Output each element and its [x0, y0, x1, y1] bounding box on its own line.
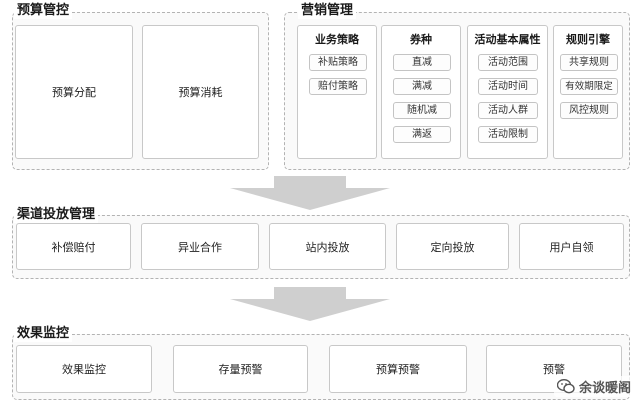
chip: 赔付策略: [309, 78, 367, 95]
channel-item-cross-industry: 异业合作: [141, 223, 259, 270]
down-arrow-icon: [230, 287, 390, 321]
channel-section-title: 渠道投放管理: [14, 207, 99, 223]
chip: 共享规则: [560, 54, 618, 71]
watermark-text: 余谈暖阁: [578, 381, 631, 396]
monitor-item-stock-warning: 存量预警: [173, 345, 308, 393]
channel-item-in-site: 站内投放: [269, 223, 386, 270]
monitor-item-effect: 效果监控: [16, 345, 152, 393]
marketing-column-coupon-type: 券种 直减 满减 随机减 满返: [381, 25, 461, 159]
budget-allocation-box: 预算分配: [15, 25, 133, 159]
watermark: 余谈暖阁: [553, 376, 634, 397]
column-title: 业务策略: [315, 33, 359, 46]
chip: 活动人群: [478, 102, 538, 119]
chip: 活动限制: [478, 126, 538, 143]
marketing-column-strategy: 业务策略 补贴策略 赔付策略: [297, 25, 377, 159]
column-title: 活动基本属性: [474, 33, 541, 46]
channel-item-self-claim: 用户自领: [519, 223, 624, 270]
chip: 活动范围: [478, 54, 538, 71]
chip: 补贴策略: [309, 54, 367, 71]
chip: 满返: [393, 126, 451, 143]
budget-consumption-box: 预算消耗: [142, 25, 259, 159]
chip: 直减: [393, 54, 451, 71]
chip: 随机减: [393, 102, 451, 119]
monitor-section-title: 效果监控: [14, 326, 73, 342]
channel-item-compensation: 补偿赔付: [16, 223, 131, 270]
marketing-column-activity-attributes: 活动基本属性 活动范围 活动时间 活动人群 活动限制: [467, 25, 548, 159]
column-title: 规则引擎: [566, 33, 610, 46]
wechat-icon: [556, 379, 575, 394]
column-title: 券种: [410, 33, 432, 46]
chip: 风控规则: [560, 102, 618, 119]
down-arrow-icon: [230, 176, 390, 210]
chip: 活动时间: [478, 78, 538, 95]
channel-item-targeted: 定向投放: [396, 223, 509, 270]
marketing-section-title: 营销管理: [298, 3, 357, 19]
marketing-column-rule-engine: 规则引擎 共享规则 有效期限定 风控规则: [553, 25, 623, 159]
budget-section-title: 预算管控: [14, 3, 73, 19]
chip: 有效期限定: [560, 78, 618, 95]
chip: 满减: [393, 78, 451, 95]
monitor-item-budget-warning: 预算预警: [329, 345, 467, 393]
